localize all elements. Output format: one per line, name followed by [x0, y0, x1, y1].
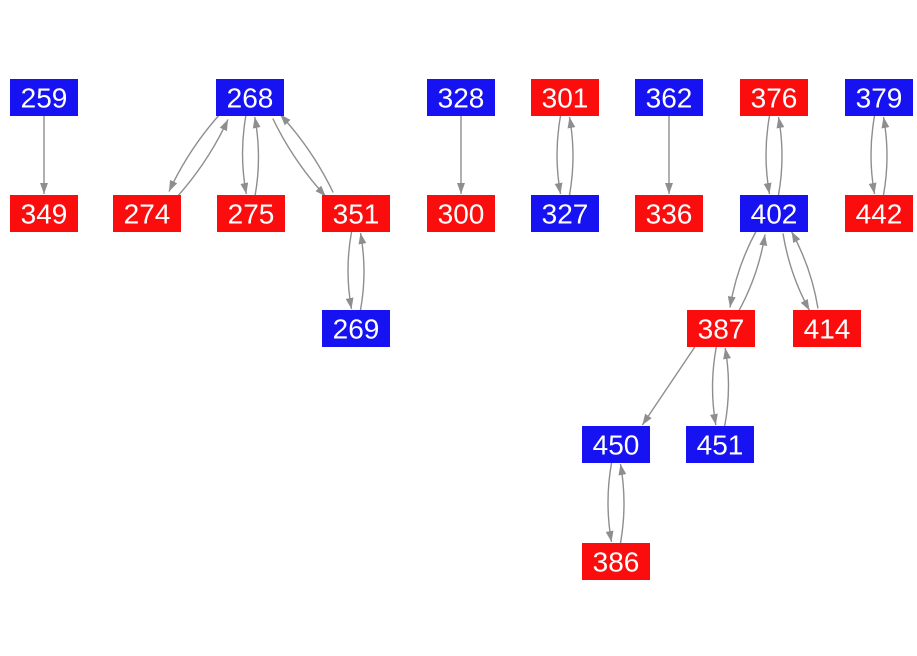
node-box-269 [322, 310, 390, 347]
graph-node-362: 362 [635, 79, 703, 116]
edge-379-442-down [868, 115, 877, 195]
node-box-300 [427, 195, 495, 232]
node-label-268: 268 [227, 83, 274, 114]
node-box-327 [531, 195, 599, 232]
edge-268-275-up [252, 116, 261, 196]
node-label-450: 450 [593, 430, 640, 461]
graph-node-376: 376 [740, 79, 808, 116]
node-box-301 [531, 79, 599, 116]
edge-387-450 [641, 346, 696, 426]
node-label-442: 442 [856, 199, 903, 230]
graph-node-451: 451 [686, 426, 754, 463]
edge-351-269-up [358, 232, 367, 311]
edge-268-274-down [168, 113, 222, 192]
node-label-349: 349 [21, 199, 68, 230]
node-label-414: 414 [804, 314, 851, 345]
node-box-362 [635, 79, 703, 116]
node-box-450 [582, 426, 650, 463]
node-box-386 [582, 543, 650, 580]
edge-387-451-down [710, 346, 718, 426]
node-label-376: 376 [751, 83, 798, 114]
node-label-387: 387 [698, 314, 745, 345]
graph-node-300: 300 [427, 195, 495, 232]
graph-node-450: 450 [582, 426, 650, 463]
graph-node-387: 387 [687, 310, 755, 347]
edge-301-327-up [567, 116, 576, 196]
graph-node-328: 328 [427, 79, 495, 116]
graph-node-349: 349 [10, 195, 78, 232]
node-box-414 [793, 310, 861, 347]
edge-402-414-up [790, 231, 819, 309]
graph-node-379: 379 [845, 79, 913, 116]
node-label-327: 327 [542, 199, 589, 230]
graph-node-274: 274 [113, 195, 181, 232]
node-box-387 [687, 310, 755, 347]
node-label-351: 351 [333, 199, 380, 230]
node-label-379: 379 [856, 83, 903, 114]
edge-376-402-up [776, 116, 785, 196]
node-label-274: 274 [124, 199, 171, 230]
graph-node-327: 327 [531, 195, 599, 232]
graph-node-275: 275 [217, 195, 285, 232]
node-box-349 [10, 195, 78, 232]
node-label-300: 300 [438, 199, 485, 230]
graph-node-269: 269 [322, 310, 390, 347]
edge-402-414-down [782, 233, 811, 311]
graph-node-351: 351 [322, 195, 390, 232]
edge-268-275-down [240, 115, 249, 195]
edge-402-387-down [727, 230, 758, 308]
node-box-379 [845, 79, 913, 116]
node-label-451: 451 [697, 430, 744, 461]
node-box-451 [686, 426, 754, 463]
node-box-274 [113, 195, 181, 232]
graph-node-386: 386 [582, 543, 650, 580]
node-box-351 [322, 195, 390, 232]
node-label-402: 402 [751, 199, 798, 230]
graph-node-442: 442 [845, 195, 913, 232]
graph-node-259: 259 [10, 79, 78, 116]
node-box-275 [217, 195, 285, 232]
edge-268-351-up [279, 114, 334, 193]
node-label-259: 259 [21, 83, 68, 114]
node-label-362: 362 [646, 83, 693, 114]
node-label-328: 328 [438, 83, 485, 114]
node-box-336 [635, 195, 703, 232]
edge-379-442-up [881, 116, 890, 196]
node-label-269: 269 [333, 314, 380, 345]
edge-268-274-up [175, 119, 229, 198]
node-label-336: 336 [646, 199, 693, 230]
edge-351-269-down [345, 231, 354, 310]
node-box-259 [10, 79, 78, 116]
graph-node-402: 402 [740, 195, 808, 232]
node-box-376 [740, 79, 808, 116]
node-label-275: 275 [228, 199, 275, 230]
node-box-328 [427, 79, 495, 116]
edge-450-386-down [605, 462, 614, 543]
edge-387-451-up [723, 347, 731, 427]
edge-450-386-up [618, 463, 627, 544]
graph-node-301: 301 [531, 79, 599, 116]
node-box-442 [845, 195, 913, 232]
graph-node-414: 414 [793, 310, 861, 347]
graph-node-336: 336 [635, 195, 703, 232]
edge-402-387-up [737, 234, 768, 312]
node-label-386: 386 [593, 547, 640, 578]
graph-node-268: 268 [216, 79, 284, 116]
edge-376-402-down [763, 115, 772, 195]
edge-268-351-down [272, 118, 327, 197]
node-box-268 [216, 79, 284, 116]
node-label-301: 301 [542, 83, 589, 114]
node-box-402 [740, 195, 808, 232]
edge-301-327-down [554, 115, 563, 195]
